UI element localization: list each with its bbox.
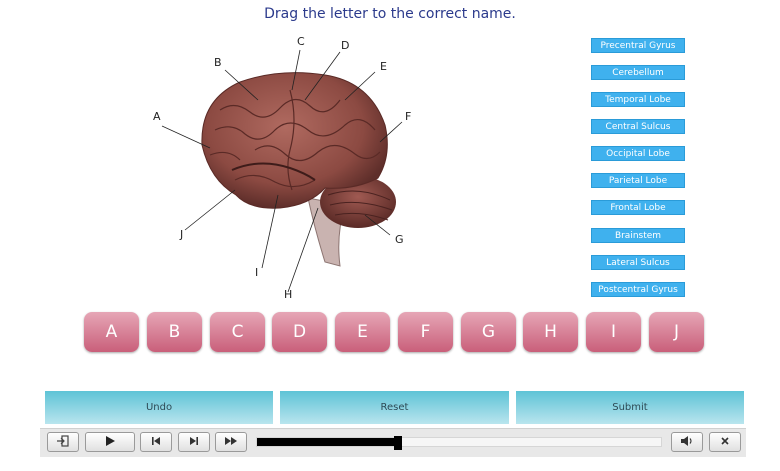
diagram-label-c: C: [297, 35, 305, 48]
progress-fill: [257, 438, 399, 446]
fast-forward-button[interactable]: [215, 432, 247, 452]
name-target-lateral-sulcus[interactable]: Lateral Sulcus: [591, 255, 685, 270]
exit-icon: [57, 435, 69, 447]
diagram-label-d: D: [341, 39, 350, 52]
undo-button[interactable]: Undo: [45, 391, 273, 424]
letter-tile-e[interactable]: E: [335, 312, 390, 352]
name-target-brainstem[interactable]: Brainstem: [591, 228, 685, 243]
name-target-central-sulcus[interactable]: Central Sulcus: [591, 119, 685, 134]
progress-track[interactable]: [256, 436, 662, 450]
play-button[interactable]: [85, 432, 135, 452]
diagram-label-e: E: [380, 60, 387, 73]
reset-button[interactable]: Reset: [280, 391, 509, 424]
fast-forward-icon: [225, 437, 237, 445]
name-target-postcentral-gyrus[interactable]: Postcentral Gyrus: [591, 282, 685, 297]
step-forward-icon: [190, 437, 198, 445]
brain-diagram: A B C D E F G H I J: [140, 30, 430, 301]
letter-tile-i[interactable]: I: [586, 312, 641, 352]
letter-tile-h[interactable]: H: [523, 312, 578, 352]
name-target-parietal-lobe[interactable]: Parietal Lobe: [591, 173, 685, 188]
name-target-temporal-lobe[interactable]: Temporal Lobe: [591, 92, 685, 107]
diagram-label-g: G: [395, 233, 404, 246]
volume-icon: [681, 436, 692, 446]
letter-tile-b[interactable]: B: [147, 312, 202, 352]
name-target-occipital-lobe[interactable]: Occipital Lobe: [591, 146, 685, 161]
diagram-label-h: H: [284, 288, 293, 301]
letter-tile-c[interactable]: C: [210, 312, 265, 352]
close-icon: [721, 437, 729, 445]
exit-button[interactable]: [47, 432, 79, 452]
letter-tile-a[interactable]: A: [84, 312, 139, 352]
submit-button[interactable]: Submit: [516, 391, 744, 424]
diagram-label-f: F: [405, 110, 412, 123]
skip-back-button[interactable]: [140, 432, 172, 452]
brain-illustration: [161, 49, 403, 293]
diagram-label-a: A: [153, 110, 161, 123]
diagram-label-i: I: [255, 266, 259, 279]
instruction-title: Drag the letter to the correct name.: [264, 6, 516, 22]
step-forward-button[interactable]: [178, 432, 210, 452]
name-target-precentral-gyrus[interactable]: Precentral Gyrus: [591, 38, 685, 53]
diagram-label-b: B: [214, 56, 222, 69]
diagram-label-j: J: [180, 228, 184, 241]
skip-back-icon: [152, 437, 160, 445]
progress-thumb[interactable]: [394, 436, 403, 450]
name-target-cerebellum[interactable]: Cerebellum: [591, 65, 685, 80]
close-button[interactable]: [709, 432, 741, 452]
volume-button[interactable]: [671, 432, 703, 452]
letter-tile-j[interactable]: J: [649, 312, 704, 352]
name-target-frontal-lobe[interactable]: Frontal Lobe: [591, 200, 685, 215]
play-icon: [106, 436, 115, 446]
letter-tile-d[interactable]: D: [272, 312, 327, 352]
letter-tile-g[interactable]: G: [461, 312, 516, 352]
letter-tile-f[interactable]: F: [398, 312, 453, 352]
